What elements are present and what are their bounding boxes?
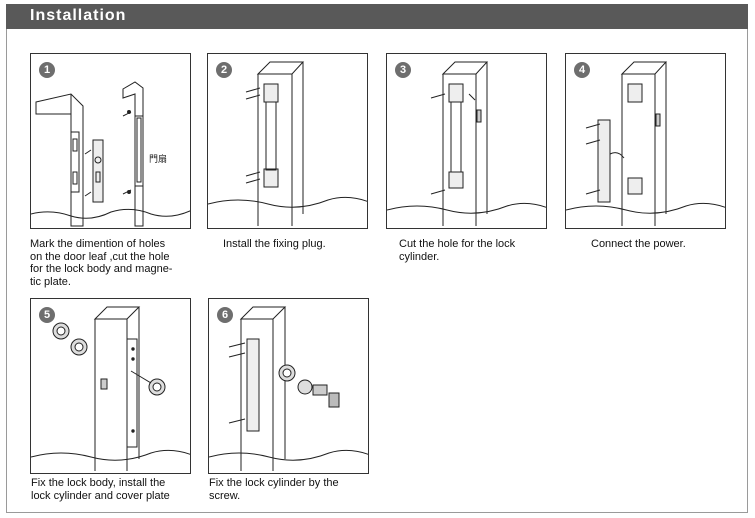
step-3-diagram: 3 [386,53,547,229]
door-label: 門扇 [149,153,167,165]
step-3-number: 3 [395,62,411,78]
door-frame-diagram [208,61,367,226]
step-5-number: 5 [39,307,55,323]
step-6-number: 6 [217,307,233,323]
cylinder-hole-diagram [387,61,546,226]
step-6-caption: Fix the lock cylinder by the screw. [209,477,339,502]
step-1-number: 1 [39,62,55,78]
step-4-caption: Connect the power. [591,238,686,250]
step-2-caption: Install the fixing plug. [223,238,326,250]
step-1-caption: Mark the dimention of holes on the door … [30,238,173,288]
step-6-diagram: 6 [208,298,369,474]
step-5-diagram: 5 [30,298,191,474]
door-leaf-diagram: 門扇 [31,81,190,227]
step-4-number: 4 [574,62,590,78]
lock-body-diagram [31,306,190,471]
section-header: Installation [6,4,748,29]
step-2-number: 2 [216,62,232,78]
step-4-diagram: 4 [565,53,726,229]
section-title: Installation [30,7,127,24]
step-3-caption: Cut the hole for the lock cylinder. [399,238,516,263]
cylinder-screw-diagram [209,306,368,471]
power-connection-diagram [566,61,725,226]
step-2-diagram: 2 [207,53,368,229]
step-1-diagram: 門扇 1 [30,53,191,229]
step-5-caption: Fix the lock body, install the lock cyli… [31,477,170,502]
